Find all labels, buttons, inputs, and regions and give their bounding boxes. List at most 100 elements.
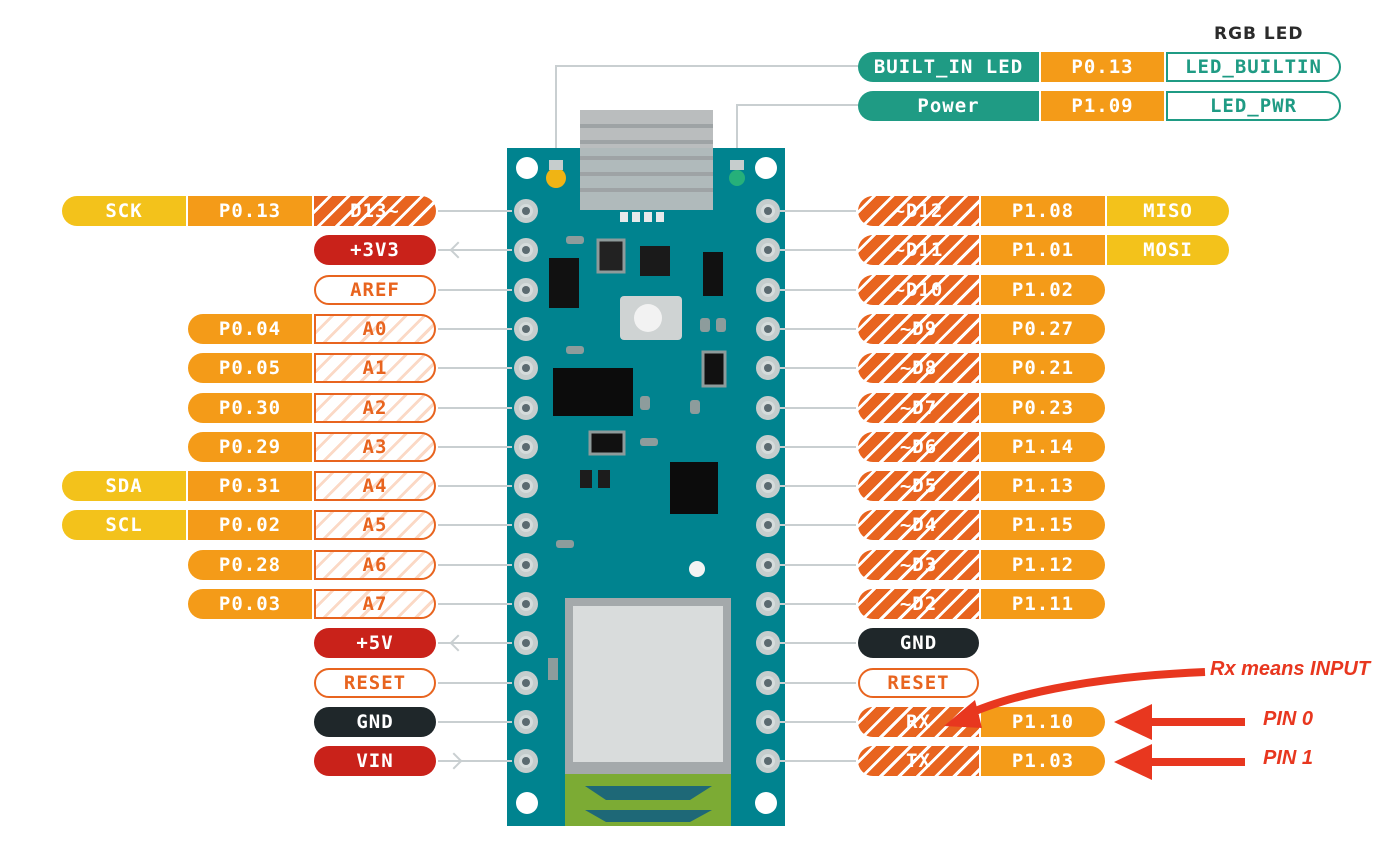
pin-leader	[780, 446, 856, 448]
port-label: P0.03	[188, 589, 312, 619]
chip	[598, 470, 610, 488]
port-label: P1.09	[1041, 91, 1164, 121]
port-label: P0.31	[188, 471, 312, 501]
pin-leader	[780, 249, 856, 251]
outline-pin-label: AREF	[314, 275, 436, 305]
header-pin	[514, 278, 538, 302]
rx-annotation: Rx means INPUT	[1210, 658, 1371, 680]
port-label: P0.30	[188, 393, 312, 423]
pin1-arrowhead	[1114, 744, 1152, 780]
pin-leader	[438, 524, 512, 526]
pin-leader	[438, 485, 512, 487]
rx-arrow	[962, 668, 1206, 720]
port-label: P1.02	[981, 275, 1105, 305]
led-name-label: Power	[858, 91, 1039, 121]
analog-pin-label: A5	[314, 510, 436, 540]
pin1-annotation: PIN 1	[1263, 747, 1314, 769]
pin-leader	[438, 682, 512, 684]
header-pin	[756, 435, 780, 459]
digital-pin-label: ~D8	[858, 353, 979, 383]
digital-pin-label: ~D9	[858, 314, 979, 344]
header-pin	[756, 631, 780, 655]
function-label: MOSI	[1107, 235, 1229, 265]
header-pin	[756, 592, 780, 616]
digital-pin-label: TX	[858, 746, 979, 776]
digital-pin-label: ~D3	[858, 550, 979, 580]
header-pin	[514, 553, 538, 577]
rx-arrowhead	[944, 700, 982, 728]
port-label: P0.23	[981, 393, 1105, 423]
digital-pin-label: ~D7	[858, 393, 979, 423]
connector-pins	[620, 212, 664, 222]
port-label: P1.11	[981, 589, 1105, 619]
analog-pin-label: A3	[314, 432, 436, 462]
header-pin	[514, 710, 538, 734]
pin-leader	[780, 642, 856, 644]
chip	[549, 258, 579, 308]
function-label: SDA	[62, 471, 186, 501]
pin-leader	[780, 682, 856, 684]
pin-leader	[438, 407, 512, 409]
header-pin	[756, 671, 780, 695]
port-label: P0.29	[188, 432, 312, 462]
builtin-led-leader	[555, 65, 860, 170]
power-pin-label: +5V	[314, 628, 436, 658]
digital-pin-label: ~D2	[858, 589, 979, 619]
header-pin	[514, 356, 538, 380]
mount-hole	[755, 157, 777, 179]
pin-leader	[780, 485, 856, 487]
chip	[640, 246, 670, 276]
header-pin	[756, 513, 780, 537]
analog-pin-label: A7	[314, 589, 436, 619]
header-pin	[514, 631, 538, 655]
port-label: P1.01	[981, 235, 1105, 265]
gnd-pin-label: GND	[858, 628, 979, 658]
led-name-label: BUILT_IN LED	[858, 52, 1039, 82]
analog-pin-label: A0	[314, 314, 436, 344]
analog-pin-label: A2	[314, 393, 436, 423]
port-label: P0.13	[1041, 52, 1164, 82]
header-pin	[756, 278, 780, 302]
port-label: P0.28	[188, 550, 312, 580]
chip	[670, 462, 718, 514]
port-label: P0.05	[188, 353, 312, 383]
led-constant-label: LED_BUILTIN	[1166, 52, 1341, 82]
chip	[580, 470, 592, 488]
function-label: MISO	[1107, 196, 1229, 226]
function-label: SCL	[62, 510, 186, 540]
pin-leader	[438, 446, 512, 448]
digital-pin-label: ~D5	[858, 471, 979, 501]
digital-pin-label: D13~	[314, 196, 436, 226]
chip	[701, 350, 727, 388]
digital-pin-label: ~D12	[858, 196, 979, 226]
port-label: P0.27	[981, 314, 1105, 344]
header-pin	[756, 553, 780, 577]
header-pin	[514, 474, 538, 498]
pin-leader	[780, 760, 856, 762]
port-label: P1.12	[981, 550, 1105, 580]
builtin-led	[546, 168, 566, 188]
pin-leader	[780, 564, 856, 566]
pin-leader	[438, 367, 512, 369]
pin-leader	[438, 642, 512, 644]
mount-hole	[516, 157, 538, 179]
header-pin	[756, 396, 780, 420]
header-pin	[514, 749, 538, 773]
pin-leader	[780, 367, 856, 369]
power-led	[729, 170, 745, 186]
pin-leader	[780, 524, 856, 526]
pin-leader	[438, 564, 512, 566]
analog-pin-label: A4	[314, 471, 436, 501]
port-label: P1.08	[981, 196, 1105, 226]
pin-leader	[438, 328, 512, 330]
power-pin-label: VIN	[314, 746, 436, 776]
port-label: P1.03	[981, 746, 1105, 776]
outline-pin-label: RESET	[858, 668, 979, 698]
port-label: P0.02	[188, 510, 312, 540]
digital-pin-label: ~D4	[858, 510, 979, 540]
function-label: SCK	[62, 196, 186, 226]
chip	[588, 430, 626, 456]
analog-pin-label: A1	[314, 353, 436, 383]
header-pin	[514, 238, 538, 262]
